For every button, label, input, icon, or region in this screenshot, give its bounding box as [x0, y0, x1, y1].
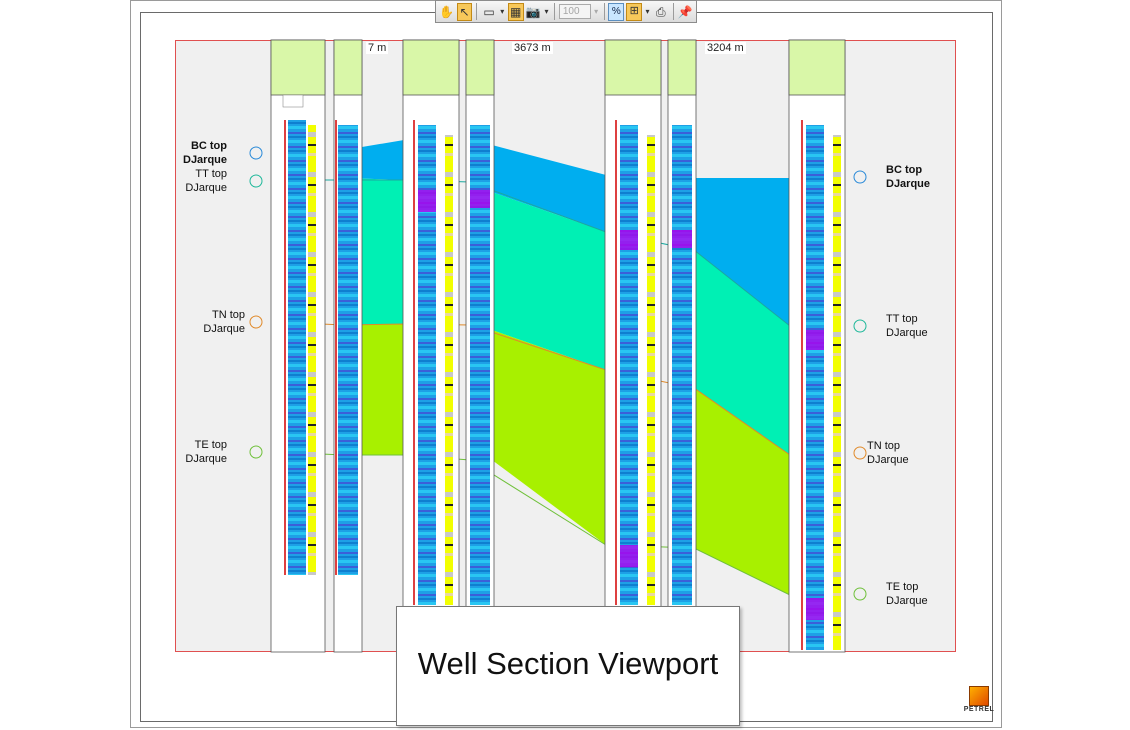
zoom-dropdown-icon[interactable]: ▾: [594, 6, 599, 16]
new-window-icon[interactable]: ▭: [483, 4, 495, 19]
caption-text: Well Section Viewport: [417, 646, 719, 681]
distance-label-2: 3673 m: [512, 42, 553, 54]
well-track-2[interactable]: [333, 39, 363, 653]
well-track-5[interactable]: [604, 39, 662, 653]
marker-tt-left-icon: [249, 174, 263, 188]
toolbar-separator: [603, 3, 605, 20]
petrel-logo-icon: [969, 686, 989, 706]
marker-tn-right-icon: [853, 446, 867, 460]
tracks-dropdown-icon[interactable]: ▾: [645, 6, 650, 16]
marker-te-right-icon: [853, 587, 867, 601]
viewport-toolbar: ✋ ↖ ▭ ▾ ▦ 📷 ▾ 100 ▾ % ⊞ ▾ ⎙ 📌: [435, 0, 697, 23]
zone-bc-fill-3: [694, 178, 790, 326]
marker-bc-left-icon: [249, 146, 263, 160]
caption-box: Well Section Viewport: [396, 606, 740, 726]
marker-tt-right-icon: [853, 319, 867, 333]
marker-te-left-icon: [249, 445, 263, 459]
well-tracks-icon[interactable]: ⊞: [626, 2, 643, 21]
toolbar-separator: [672, 3, 674, 20]
scale-icon[interactable]: %: [608, 2, 625, 21]
marker-symbols: [249, 146, 867, 601]
pin-icon[interactable]: 📌: [677, 4, 693, 19]
distance-label-3: 3204 m: [705, 42, 746, 54]
print-icon[interactable]: ⎙: [655, 4, 666, 19]
well-track-6[interactable]: [667, 39, 697, 653]
well-track-4[interactable]: [465, 39, 495, 653]
toolbar-separator: [476, 3, 478, 20]
marker-bc-right-icon: [853, 170, 867, 184]
grid-layout-icon[interactable]: ▦: [507, 2, 524, 21]
camera-icon[interactable]: 📷: [525, 4, 541, 19]
zone-tt-fill-3: [694, 250, 790, 455]
distance-label-1: 7 m: [366, 42, 389, 54]
marker-tn-left-icon: [249, 315, 263, 329]
well-track-1[interactable]: [270, 39, 326, 653]
horizon-line-tt: [276, 179, 791, 327]
toolbar-separator: [554, 3, 555, 20]
zone-tn-fill-2: [492, 330, 606, 545]
pan-hand-icon[interactable]: ✋: [439, 4, 455, 19]
zone-tn-fill-3: [694, 388, 790, 595]
zone-bc-fill-2: [492, 145, 606, 232]
petrel-logo: PETREL: [962, 686, 996, 713]
zone-tt-fill-2: [492, 192, 606, 370]
dropdown-arrow-icon[interactable]: ▾: [500, 6, 505, 16]
camera-dropdown-icon[interactable]: ▾: [544, 6, 549, 16]
well-tracks: [270, 39, 846, 653]
well-track-7[interactable]: [788, 39, 846, 653]
well-track-3[interactable]: [402, 39, 460, 653]
zoom-input[interactable]: 100: [558, 4, 591, 19]
select-arrow-icon[interactable]: ↖: [456, 2, 473, 21]
petrel-logo-text: PETREL: [963, 706, 995, 713]
